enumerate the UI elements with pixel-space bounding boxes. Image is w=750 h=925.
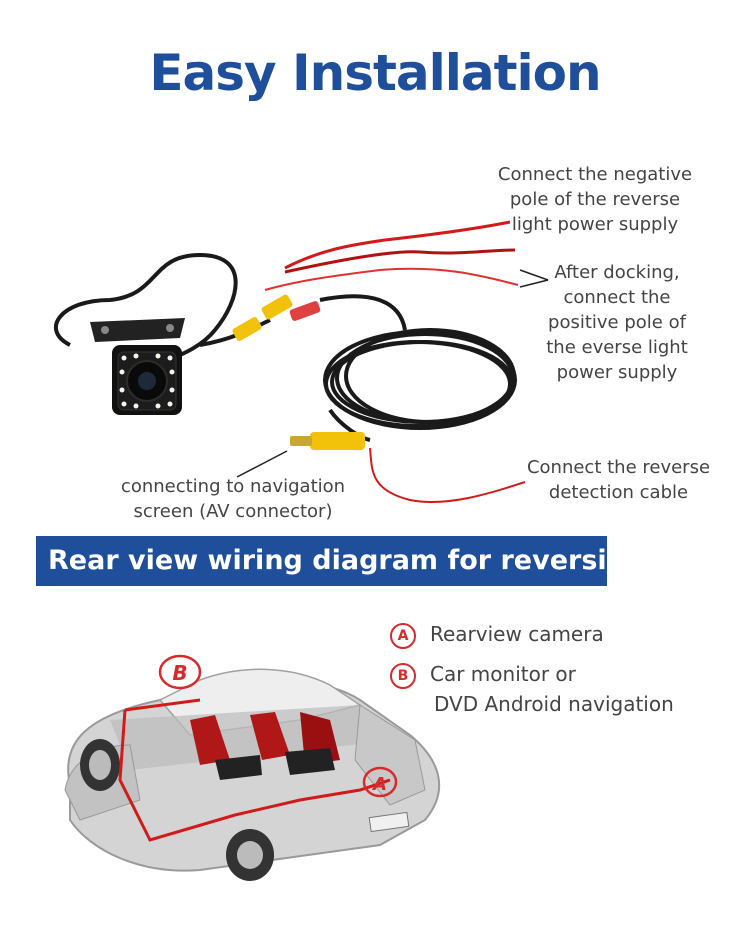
rca-connector-1 — [232, 317, 262, 341]
negative-wire — [284, 220, 511, 270]
rca-connector-2 — [261, 294, 293, 320]
camera-led-ring — [119, 353, 175, 409]
legend-marker-a: A — [390, 622, 416, 649]
callout-negative-pole: Connect the negative pole of the reverse… — [497, 164, 693, 235]
reverse-detection-wire — [369, 447, 526, 504]
callout-reverse-detection: Connect the reverse detection cable — [526, 457, 711, 503]
positive-wire — [264, 267, 519, 291]
legend-item-a: A Rearview camera — [390, 622, 604, 649]
callout-positive-pole: After docking, connect the positive pole… — [546, 262, 688, 383]
camera-bracket — [90, 318, 185, 342]
legend-marker-b: B — [390, 662, 416, 689]
extension-cable-coil — [323, 328, 517, 430]
car-marker-a: A — [371, 774, 387, 795]
page-title: Easy Installation — [149, 44, 601, 102]
legend-item-b: B Car monitor or — [390, 662, 576, 689]
car-marker-b: B — [172, 661, 187, 685]
car-cutaway-illustration: B A — [64, 654, 441, 881]
legend-label-a: Rearview camera — [430, 622, 604, 646]
rca-connector-av — [310, 432, 365, 450]
legend-label-b: Car monitor or — [430, 662, 576, 686]
callout-av-connector: connecting to navigation screen (AV conn… — [120, 476, 346, 522]
section-banner: Rear view wiring diagram for reversing — [36, 536, 607, 586]
leader-line — [519, 269, 549, 281]
legend-label-b-line2: DVD Android navigation — [434, 692, 674, 716]
